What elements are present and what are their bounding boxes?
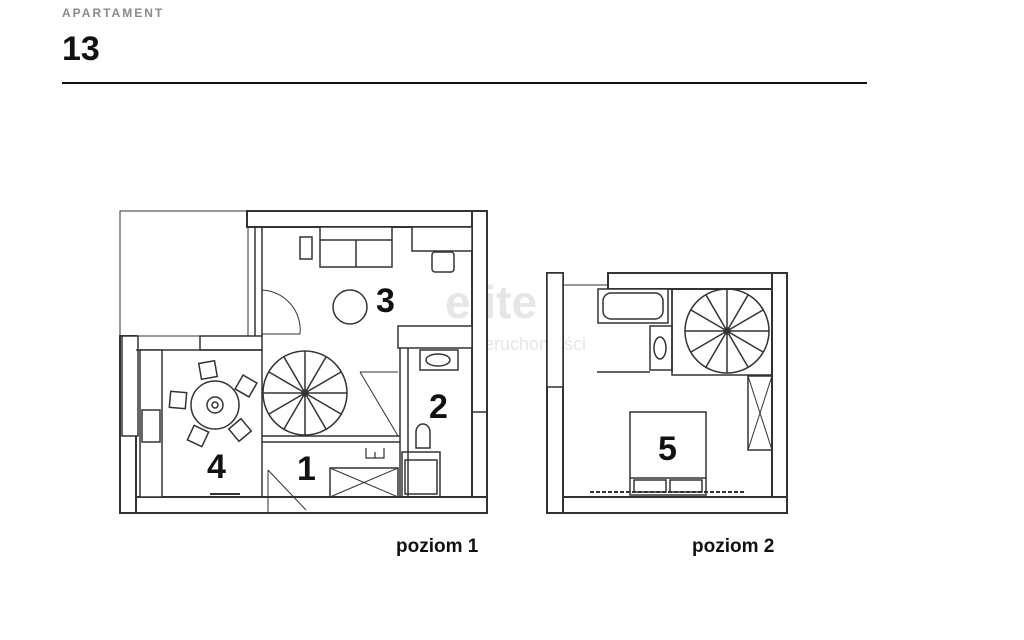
header-divider (62, 82, 867, 84)
bath-sink (419, 349, 459, 371)
hanger-symbol (365, 448, 385, 459)
l2-window (546, 272, 564, 388)
level-1-plan (119, 210, 488, 514)
room-number-5: 5 (658, 430, 677, 468)
desk (411, 226, 473, 252)
room-number-4: 4 (207, 448, 226, 486)
outer-wall-top (246, 210, 488, 228)
wardrobe (747, 375, 773, 451)
terrace-outline (119, 210, 249, 337)
bed (629, 411, 707, 496)
outer-wall-bottom (119, 496, 488, 514)
spiral-stair-l2 (671, 288, 773, 376)
level-2-plan (546, 272, 788, 514)
section-eyebrow: APARTAMENT (62, 6, 165, 20)
l2-wall-right (771, 272, 788, 514)
l2-wall-top (607, 272, 788, 290)
outer-wall-right (471, 210, 488, 512)
room-number-3: 3 (376, 282, 395, 320)
bathtub (597, 288, 669, 324)
watermark-brand: elite (445, 276, 537, 328)
kitchen-counter (139, 349, 163, 498)
coffee-table (332, 289, 368, 325)
kitchen-wall (199, 335, 263, 351)
l2-wall-bottom (546, 496, 788, 514)
room-number-2: 2 (429, 388, 448, 426)
side-table (299, 236, 313, 260)
bathroom-wall-top (397, 325, 473, 349)
hall-closet (329, 467, 399, 498)
washer (401, 451, 441, 498)
window-left (121, 335, 139, 437)
apartment-number: 13 (62, 30, 100, 68)
desk-chair (431, 251, 455, 273)
level-1-label: poziom 1 (396, 536, 479, 557)
toilet (415, 423, 431, 449)
level-2-label: poziom 2 (692, 536, 775, 557)
spiral-stair-l1 (262, 350, 348, 436)
dining-set (168, 359, 258, 448)
room-number-1: 1 (297, 450, 316, 488)
door-swing (261, 289, 301, 335)
